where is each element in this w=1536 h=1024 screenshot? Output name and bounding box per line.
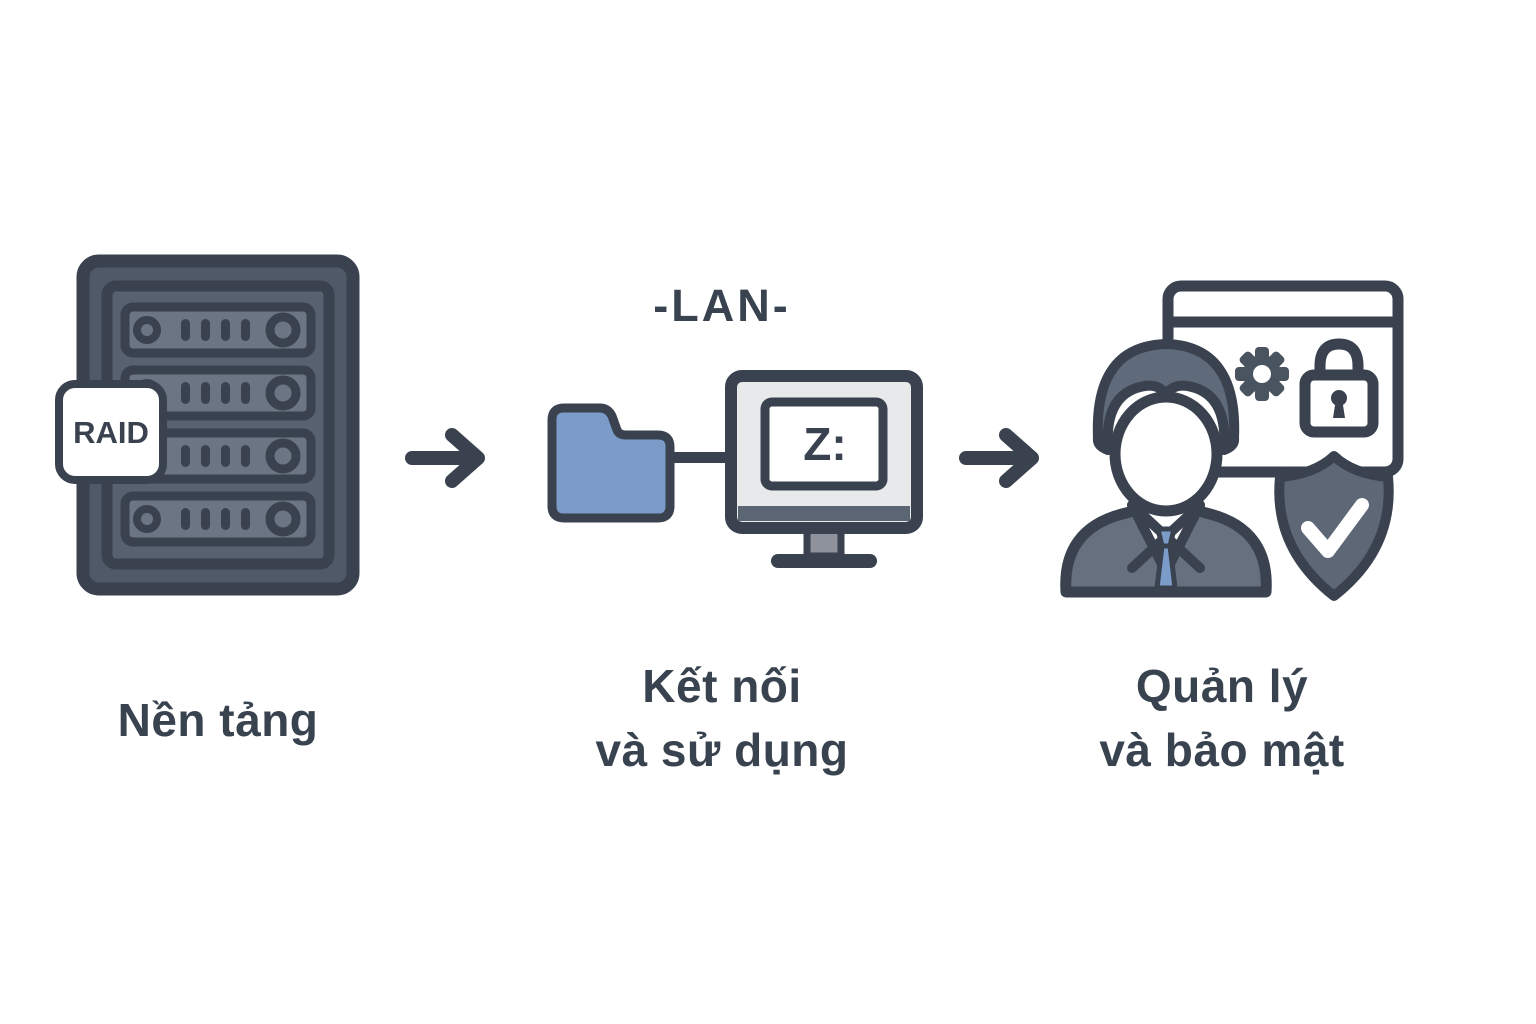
- caption-line: Quản lý: [1135, 660, 1309, 712]
- shield-check-icon: [1274, 451, 1394, 601]
- drive-bay: [120, 302, 316, 358]
- caption-line: và bảo mật: [1099, 724, 1345, 776]
- tie: [1154, 526, 1178, 591]
- checkmark: [1301, 498, 1369, 558]
- mapped-drive-window: [760, 397, 888, 491]
- folder-monitor-connector: [664, 452, 740, 463]
- arrow-right-icon: [405, 428, 485, 488]
- caption-line: Kết nối: [642, 660, 802, 712]
- monitor-bezel-bar: [738, 506, 910, 521]
- shared-folder-icon: [547, 403, 675, 523]
- stage-connect-caption: Kết nối và sử dụng: [532, 654, 912, 782]
- arrow-right-icon: [959, 428, 1039, 488]
- drive-letter-label: Z:: [803, 418, 846, 470]
- drive-bay: [120, 491, 316, 547]
- caption-line: và sử dụng: [595, 724, 849, 776]
- raid-badge: RAID: [55, 380, 167, 484]
- nas-server-icon: RAID: [55, 254, 360, 596]
- stage-platform-caption: Nền tảng: [117, 694, 319, 746]
- raid-badge-label: RAID: [73, 415, 149, 450]
- gear-icon: [1235, 347, 1289, 401]
- monitor-base: [771, 554, 877, 568]
- stage-manage-caption: Quản lý và bảo mật: [1032, 654, 1412, 782]
- hair: [1092, 339, 1240, 455]
- keyhole: [1331, 390, 1347, 406]
- desktop-monitor-icon: Z:: [725, 370, 923, 568]
- admin-user-icon: [1060, 339, 1272, 598]
- manage-security-icon: [1060, 280, 1404, 601]
- lan-label: -LAN-: [653, 280, 791, 331]
- face: [1109, 391, 1223, 517]
- padlock-icon: [1299, 338, 1379, 438]
